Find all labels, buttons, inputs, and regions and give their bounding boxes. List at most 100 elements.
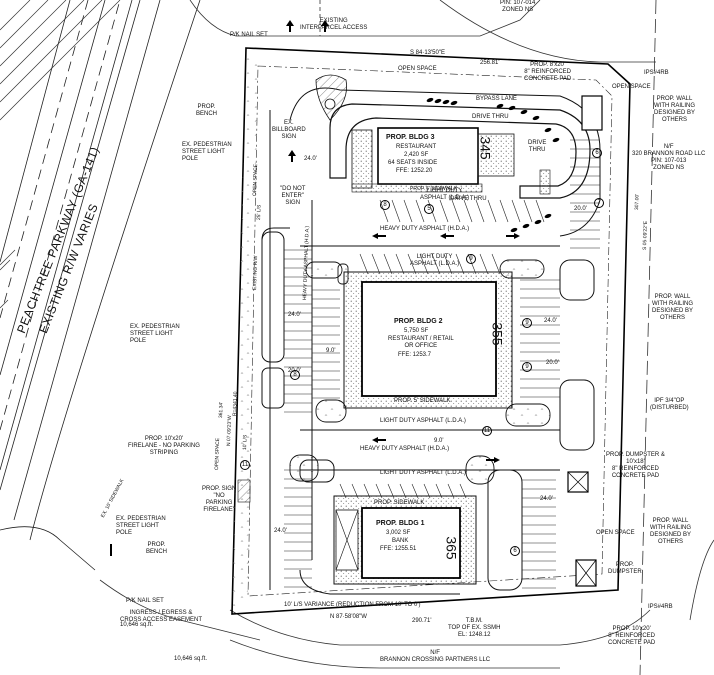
- bldg2-number: 355: [489, 322, 506, 346]
- drive-thru-label-3: DRIVE THRU: [528, 140, 547, 153]
- bottom-existing-road: [99, 579, 651, 669]
- parking-stall-stripes: [284, 139, 600, 589]
- dim-20-b: 20.0': [546, 360, 559, 366]
- traffic-arrows: [286, 20, 520, 463]
- bypass-lane-label: BYPASS LANE: [476, 96, 517, 102]
- do-not-enter-label: "DO NOT ENTER" SIGN: [280, 186, 306, 206]
- stall-count-3: 9: [466, 254, 476, 264]
- dim-24-e: 24.0': [288, 312, 301, 318]
- ls10-label: 10' L/S: [242, 434, 249, 451]
- dim-20-c: 20.0': [574, 206, 587, 212]
- bench-label-2: PROP. BENCH: [146, 542, 168, 555]
- tbm-label: T.B.M. TOP OF EX. SSMH EL: 1248.12: [448, 618, 501, 638]
- wall-note-3: PROP. WALL WITH RAILING DESIGNED BY OTHE…: [650, 518, 692, 545]
- distance-top-label: 256.81': [480, 60, 500, 66]
- highway-lanes: [0, 0, 201, 571]
- wall-note-1: PROP. WALL WITH RAILING DESIGNED BY OTHE…: [654, 96, 696, 123]
- bench-label-1: PROP. BENCH: [196, 104, 218, 117]
- drive-thru-label-2: DRIVE THRU: [450, 196, 487, 202]
- ips-bottom-label: IPS#4RB: [648, 604, 673, 610]
- pedestrian-light-pole: [110, 544, 112, 556]
- bldg2-area: 5,750 SF: [404, 328, 429, 334]
- area-label-1: 10,646 sq.ft.: [120, 622, 154, 628]
- light-pole-label-1: EX. PEDESTRIAN STREET LIGHT POLE: [182, 142, 232, 162]
- stall-count-5: 9: [522, 318, 532, 328]
- reinforced-pad-top-label: PROP. 8'x20' 8" REINFORCED CONCRETE PAD: [524, 62, 572, 82]
- dim-24-b: 24.0': [544, 318, 557, 324]
- stall-count-6: 9: [522, 362, 532, 372]
- firelane-striping: [237, 479, 251, 503]
- light-pole-label-3: EX. PEDESTRIAN STREET LIGHT POLE: [116, 516, 166, 536]
- bldg3-use: RESTAURANT: [396, 144, 437, 150]
- bldg2-use: RESTAURANT / RETAIL OR OFFICE: [388, 336, 454, 349]
- top-existing-road: [189, 0, 656, 63]
- landscape-strip-left: [232, 48, 258, 614]
- dumpster-note: PROP. DUMPSTER & 10'x18' 8" REINFORCED C…: [606, 452, 665, 479]
- bldg1-use: BANK: [392, 538, 409, 544]
- stall-count-10: 6: [510, 546, 520, 556]
- parking-islands: [289, 259, 551, 485]
- bearing-bottom-label: N 87·58'08"W: [330, 614, 367, 620]
- owner-bottom-label: N/F BRANNON CROSSING PARTNERS LLC: [380, 650, 491, 663]
- sidewalk-b3-label: PROP. 6' SIDEWALK: [410, 186, 458, 192]
- dim-24-d: 24.0': [540, 496, 553, 502]
- stall-count-11: 6: [592, 148, 602, 158]
- hda-label-3: HEAVY DUTY ASPHALT (H.D.A.): [360, 446, 450, 452]
- building-1: [333, 495, 477, 585]
- stall-count-9: 8: [290, 370, 300, 380]
- bldg3-name: PROP. BLDG 3: [386, 134, 435, 141]
- bldg3-seats: 64 SEATS INSIDE: [388, 160, 438, 166]
- ipf-label: IPF 3/4"OP (DISTURBED): [650, 398, 689, 411]
- radius-left-label: R=4341.40: [232, 391, 239, 417]
- distance-left-label: 361.34': [218, 401, 225, 419]
- property-boundary: [231, 47, 631, 615]
- lda-label-3: LIGHT DUTY ASPHALT (L.D.A.): [380, 418, 466, 424]
- dumpster-enclosures: [567, 95, 603, 587]
- firelane-striping-label: PROP. 10'x20' FIRELANE - NO PARKING STRI…: [128, 436, 200, 456]
- building-2: [343, 271, 513, 409]
- distance-bottom-label: 290.71': [412, 618, 432, 624]
- bldg3-number: 345: [477, 136, 494, 160]
- open-space-right-label: OPEN SPACE: [596, 530, 635, 536]
- stall-count-7: 11: [482, 426, 492, 436]
- dumpster-note-2: PROP. DUMPSTER: [608, 562, 642, 575]
- lda-label-1: LIGHT DUTY ASPHALT (L.D.A.): [420, 188, 470, 201]
- ls25-label: 25' L/S: [256, 204, 263, 221]
- variance-label: 10' L/S VARIANCE (REDUCTION FROM 10' TO …: [284, 602, 421, 608]
- bearing-right-label: S 05·09'22"E: [642, 220, 650, 251]
- bldg1-number: 365: [443, 536, 460, 560]
- highway-median-hatch: [0, 0, 121, 309]
- stall-count-4: 7: [594, 198, 604, 208]
- bldg3-area: 2,420 SF: [404, 152, 429, 158]
- open-space-tr-label: OPEN SPACE: [612, 84, 651, 90]
- stall-count-2: 8: [380, 200, 390, 210]
- building-3: [329, 103, 591, 199]
- existing-access-label: EXISTING INTERPARCEL ACCESS: [300, 18, 368, 31]
- open-space-left-label: OPEN SPACE: [252, 163, 260, 197]
- pad-bottom-label: PROP. 10'x20' 8" REINFORCED CONCRETE PAD: [608, 626, 656, 646]
- bearing-left-label: N 07·09'23"W: [226, 415, 234, 447]
- open-space-left-label-2: OPEN SPACE: [214, 437, 222, 471]
- lda-label-4: LIGHT DUTY ASPHALT (L.D.A.): [380, 470, 466, 476]
- dim-24-a: 24.0': [304, 156, 317, 162]
- bldg1-ffe: FFE: 1255.51: [380, 546, 417, 552]
- bldg1-area: 3,002 SF: [386, 530, 411, 536]
- bldg1-name: PROP. BLDG 1: [376, 520, 425, 527]
- hda-label-1: HEAVY DUTY ASPHALT (H.D.A.): [380, 226, 470, 232]
- bldg2-ffe: FFE: 1253.7: [398, 352, 432, 358]
- dim-9-b: 9.0': [434, 438, 444, 444]
- pin-top-label: PIN: 107-014 ZONED NS: [500, 0, 536, 13]
- dim-24-c: 24.0': [274, 528, 287, 534]
- bldg3-ffe: FFE: 1252.20: [396, 168, 433, 174]
- shrub-symbols: [426, 97, 560, 233]
- open-space-top-label: OPEN SPACE: [398, 66, 437, 72]
- pk-nail-top-label: P/K NAIL SET: [230, 32, 268, 38]
- sidewalk-b1-label: PROP. SIDEWALK: [374, 500, 425, 506]
- light-pole-label-2: EX. PEDESTRIAN STREET LIGHT POLE: [130, 324, 180, 344]
- ips-top-label: IPS#4RB: [644, 70, 669, 76]
- lda-label-2: LIGHT DUTY ASPHALT (L.D.A.): [410, 254, 460, 267]
- bearing-top-label: S 84·13'50"E: [410, 50, 445, 56]
- dim-9-a: 9.0': [326, 348, 336, 354]
- sidewalk-b2-label: PROP. 5' SIDEWALK: [394, 398, 451, 404]
